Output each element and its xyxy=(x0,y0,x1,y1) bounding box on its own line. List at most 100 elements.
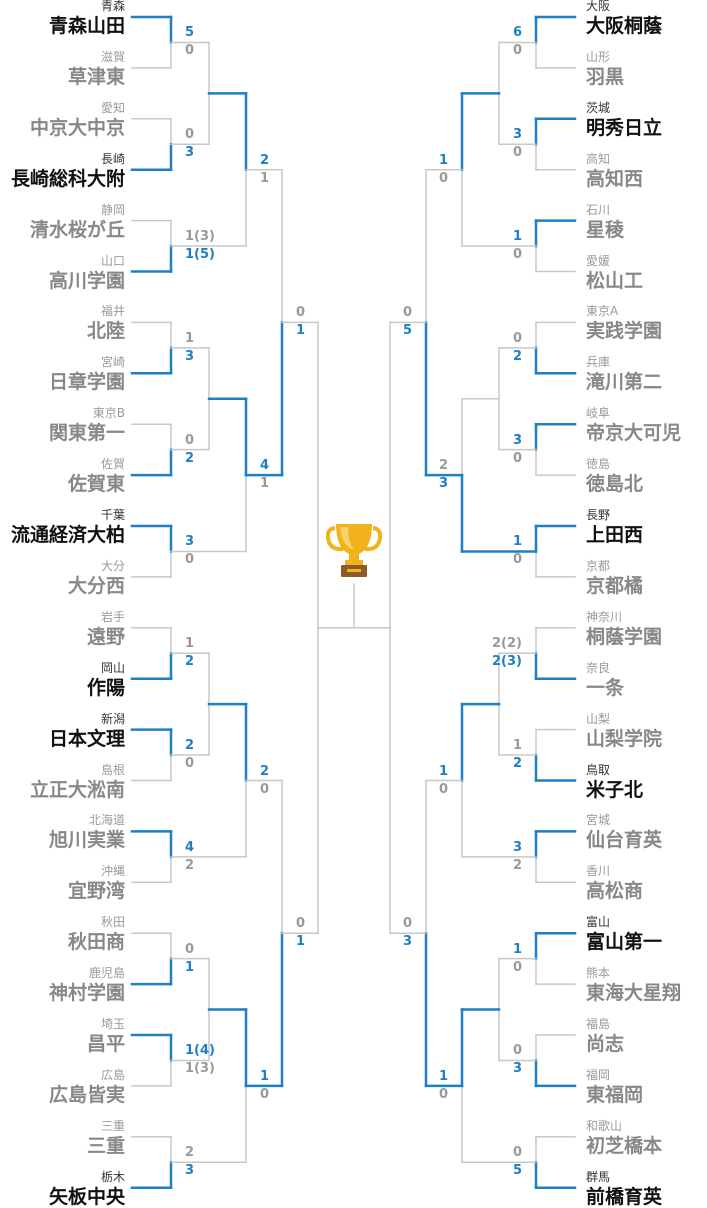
team-name: 長崎総科大附 xyxy=(10,167,125,190)
score-label: 1 xyxy=(438,1068,448,1084)
score-label: 0 xyxy=(185,756,195,772)
score-label: 0 xyxy=(402,305,412,321)
score-label: 2 xyxy=(185,450,195,466)
score-label: 2 xyxy=(185,857,195,873)
score-label: 1 xyxy=(260,1068,270,1084)
score-label: 5 xyxy=(402,323,412,339)
score-label: 3 xyxy=(512,839,522,855)
score-label: 3 xyxy=(512,127,522,143)
team-name: 羽黒 xyxy=(586,65,625,88)
team-name: 遠野 xyxy=(86,625,125,648)
team-name: 流通経済大柏 xyxy=(10,524,125,546)
team-prefecture: 滋賀 xyxy=(100,49,125,64)
team-name: 旭川実業 xyxy=(48,829,125,852)
team-prefecture: 大分 xyxy=(100,558,125,573)
team-name: 初芝橋本 xyxy=(586,1134,663,1157)
team-prefecture: 神奈川 xyxy=(586,609,623,624)
team-prefecture: 栃木 xyxy=(100,1169,125,1184)
score-label: 2 xyxy=(185,654,195,670)
score-label: 0 xyxy=(185,432,195,448)
score-label: 0 xyxy=(296,305,306,321)
team-name: 北陸 xyxy=(86,320,125,343)
score-label: 2 xyxy=(185,738,195,754)
score-label: 5 xyxy=(185,25,195,41)
score-label: 1 xyxy=(260,170,270,186)
team-name: 東福岡 xyxy=(586,1083,644,1106)
score-label: 0 xyxy=(260,781,270,797)
team-prefecture: 岐阜 xyxy=(586,406,611,421)
team-prefecture: 新潟 xyxy=(100,711,125,726)
team-prefecture: 奈良 xyxy=(586,660,611,675)
team-prefecture: 宮城 xyxy=(586,813,611,828)
score-label: 0 xyxy=(185,941,195,957)
team-name: 日本文理 xyxy=(48,727,125,750)
team-name: 立正大淞南 xyxy=(29,778,125,801)
score-label: 1 xyxy=(438,152,448,168)
team-prefecture: 兵庫 xyxy=(586,355,611,370)
score-label: 2 xyxy=(260,152,270,168)
team-prefecture: 和歌山 xyxy=(586,1118,623,1133)
team-prefecture: 京都 xyxy=(586,558,611,573)
team-name: 関東第一 xyxy=(48,422,125,445)
team-prefecture: 福島 xyxy=(586,1017,611,1031)
team-prefecture: 愛媛 xyxy=(586,253,611,268)
team-name: 滝川第二 xyxy=(586,371,663,394)
team-name: 大分西 xyxy=(67,574,125,597)
team-name: 東海大星翔 xyxy=(586,982,682,1005)
score-label: 0 xyxy=(185,552,195,568)
team-name: 富山第一 xyxy=(586,931,663,954)
team-prefecture: 岩手 xyxy=(100,609,125,624)
score-label: 3 xyxy=(512,432,522,448)
team-name: 京都橘 xyxy=(586,574,644,597)
team-prefecture: 長野 xyxy=(586,508,611,522)
team-name: 尚志 xyxy=(586,1033,625,1055)
team-name: 仙台育英 xyxy=(586,829,663,852)
score-label: 2 xyxy=(260,763,270,779)
score-label: 0 xyxy=(512,330,522,346)
team-name: 三重 xyxy=(86,1134,125,1157)
team-prefecture: 山口 xyxy=(100,253,125,268)
team-prefecture: 山形 xyxy=(586,49,611,64)
score-label: 3 xyxy=(438,476,448,492)
team-prefecture: 広島 xyxy=(100,1067,125,1082)
score-label: 1 xyxy=(512,229,522,245)
team-name: 高知西 xyxy=(586,167,644,190)
score-label: 3 xyxy=(185,534,195,550)
team-prefecture: 福井 xyxy=(100,304,125,319)
team-prefecture: 山梨 xyxy=(586,711,611,726)
score-label: 3 xyxy=(402,934,412,950)
score-label: 3 xyxy=(185,1163,195,1179)
team-name: 草津東 xyxy=(67,65,125,88)
team-prefecture: 茨城 xyxy=(586,100,611,115)
score-label: 0 xyxy=(185,43,195,59)
team-name: 一条 xyxy=(586,676,625,699)
team-name: 昌平 xyxy=(86,1033,125,1055)
team-name: 星稜 xyxy=(586,218,625,241)
team-prefecture: 東京B xyxy=(92,406,125,421)
score-label: 2 xyxy=(512,756,522,772)
score-label: 1 xyxy=(185,330,195,346)
team-prefecture: 秋田 xyxy=(100,915,125,930)
team-name: 米子北 xyxy=(586,778,644,801)
team-prefecture: 岡山 xyxy=(100,660,125,675)
team-prefecture: 鳥取 xyxy=(586,762,611,777)
score-label: 0 xyxy=(438,170,448,186)
score-label: 0 xyxy=(512,552,522,568)
team-prefecture: 愛知 xyxy=(100,100,125,115)
score-label: 0 xyxy=(260,1086,270,1102)
score-label: 0 xyxy=(438,1086,448,1102)
team-name: 清水桜が丘 xyxy=(29,218,125,241)
team-prefecture: 熊本 xyxy=(586,966,611,981)
score-label: 3 xyxy=(185,145,195,161)
team-name: 広島皆実 xyxy=(48,1083,125,1106)
team-prefecture: 三重 xyxy=(100,1118,125,1133)
team-name: 高川学園 xyxy=(48,269,125,292)
score-label: 0 xyxy=(512,1145,522,1161)
score-label: 0 xyxy=(402,916,412,932)
score-label: 1(3) xyxy=(185,1061,215,1077)
team-prefecture: 静岡 xyxy=(100,202,125,217)
score-label: 0 xyxy=(512,959,522,975)
score-label: 2 xyxy=(512,857,522,873)
